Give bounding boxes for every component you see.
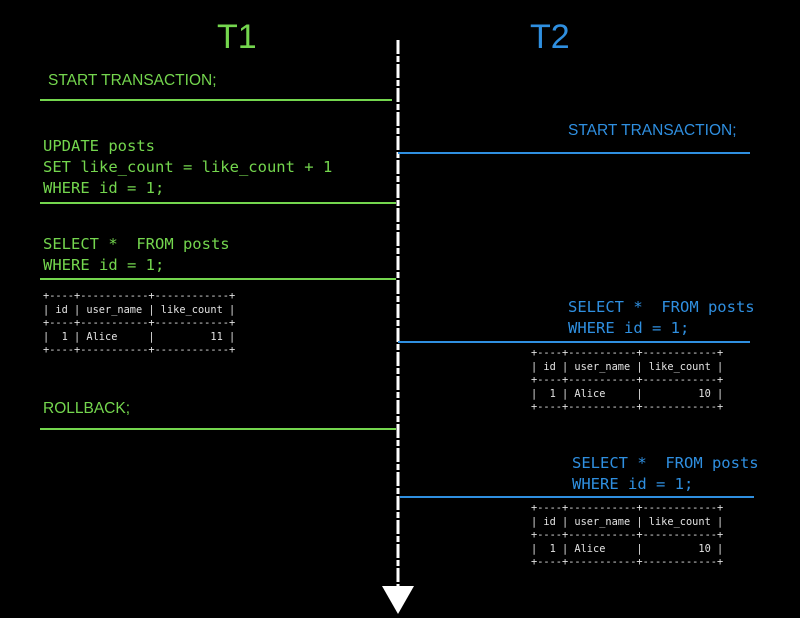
t1-start-transaction: START TRANSACTION; bbox=[48, 72, 217, 89]
t1-separator-2 bbox=[40, 202, 396, 204]
arrow-down-icon bbox=[382, 586, 414, 614]
t2-select-statement-2: SELECT * FROM posts WHERE id = 1; bbox=[572, 454, 759, 493]
header-t1: T1 bbox=[217, 18, 257, 56]
t2-separator-3 bbox=[400, 496, 754, 498]
t2-select-result-table-2: +----+-----------+------------+ | id | u… bbox=[531, 502, 724, 569]
t2-start-transaction: START TRANSACTION; bbox=[568, 122, 737, 139]
header-t2: T2 bbox=[530, 18, 570, 56]
t2-separator-2 bbox=[398, 341, 750, 343]
t1-select-statement: SELECT * FROM posts WHERE id = 1; bbox=[43, 235, 230, 274]
t1-separator-3 bbox=[40, 278, 396, 280]
t1-update-statement: UPDATE posts SET like_count = like_count… bbox=[43, 137, 333, 197]
t1-separator-1 bbox=[40, 99, 392, 101]
t1-rollback: ROLLBACK; bbox=[43, 400, 131, 417]
t2-select-statement-1: SELECT * FROM posts WHERE id = 1; bbox=[568, 298, 755, 337]
t1-select-result-table: +----+-----------+------------+ | id | u… bbox=[43, 290, 236, 357]
t2-separator-1 bbox=[398, 152, 750, 154]
t1-separator-4 bbox=[40, 428, 396, 430]
timeline bbox=[382, 40, 414, 614]
t2-select-result-table-1: +----+-----------+------------+ | id | u… bbox=[531, 347, 724, 414]
